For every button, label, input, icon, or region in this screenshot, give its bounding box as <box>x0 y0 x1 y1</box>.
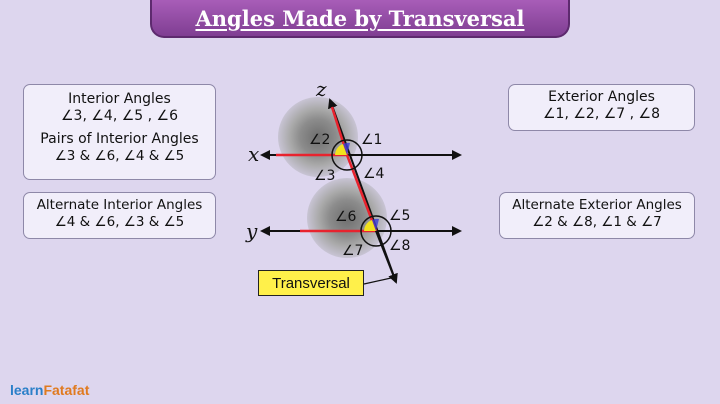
page-title: Angles Made by Transversal <box>195 5 525 31</box>
exterior-angles-box: Exterior Angles ∠1, ∠2, ∠7 , ∠8 <box>508 84 695 131</box>
angle-label-3: ∠3 <box>314 168 335 184</box>
alternate-interior-pairs: ∠4 & ∠6, ∠3 & ∠5 <box>54 214 185 230</box>
interior-angles-list: ∠3, ∠4, ∠5 , ∠6 <box>61 108 178 124</box>
logo-brand: Fatafat <box>43 382 90 398</box>
angle-1-fill <box>343 142 350 155</box>
angle-label-2: ∠2 <box>309 132 330 148</box>
angle-5-fill <box>372 218 379 231</box>
alternate-exterior-box: Alternate Exterior Angles ∠2 & ∠8, ∠1 & … <box>499 192 695 239</box>
transversal-between-highlight <box>345 154 378 232</box>
exterior-angles-list: ∠1, ∠2, ∠7 , ∠8 <box>543 106 660 122</box>
alternate-exterior-heading: Alternate Exterior Angles <box>512 197 682 213</box>
angle-label-1: ∠1 <box>361 132 382 148</box>
circle-lower <box>360 215 392 247</box>
transversal-lower-arrow <box>375 230 398 284</box>
glow-lower <box>307 178 387 258</box>
alternate-interior-heading: Alternate Interior Angles <box>36 197 203 213</box>
label-y: y <box>245 219 258 243</box>
circle-upper <box>331 139 363 171</box>
brand-logo: learnFatafat <box>10 382 89 398</box>
logo-learn: learn <box>10 382 44 398</box>
title-banner: Angles Made by Transversal <box>150 0 570 38</box>
interior-angles-box: Interior Angles ∠3, ∠4, ∠5 , ∠6 Pairs of… <box>23 84 216 180</box>
angle-label-8: ∠8 <box>389 238 410 254</box>
interior-pairs-heading: Pairs of Interior Angles <box>40 131 199 147</box>
angle-label-5: ∠5 <box>389 208 410 224</box>
angle-label-6: ∠6 <box>335 209 357 225</box>
transversal-label: Transversal <box>258 270 364 296</box>
angle-label-4: ∠4 <box>363 166 385 182</box>
interior-angles-heading: Interior Angles <box>68 91 171 107</box>
glow-upper <box>278 97 358 177</box>
transversal-pointer <box>363 277 392 285</box>
label-z: z <box>315 77 327 101</box>
exterior-angles-heading: Exterior Angles <box>548 89 655 105</box>
interior-pairs-list: ∠3 & ∠6, ∠4 & ∠5 <box>54 148 185 164</box>
alternate-interior-box: Alternate Interior Angles ∠4 & ∠6, ∠3 & … <box>23 192 216 239</box>
angle-label-7: ∠7 <box>342 243 363 259</box>
alternate-exterior-pairs: ∠2 & ∠8, ∠1 & ∠7 <box>532 214 662 230</box>
label-x: x <box>248 142 259 166</box>
